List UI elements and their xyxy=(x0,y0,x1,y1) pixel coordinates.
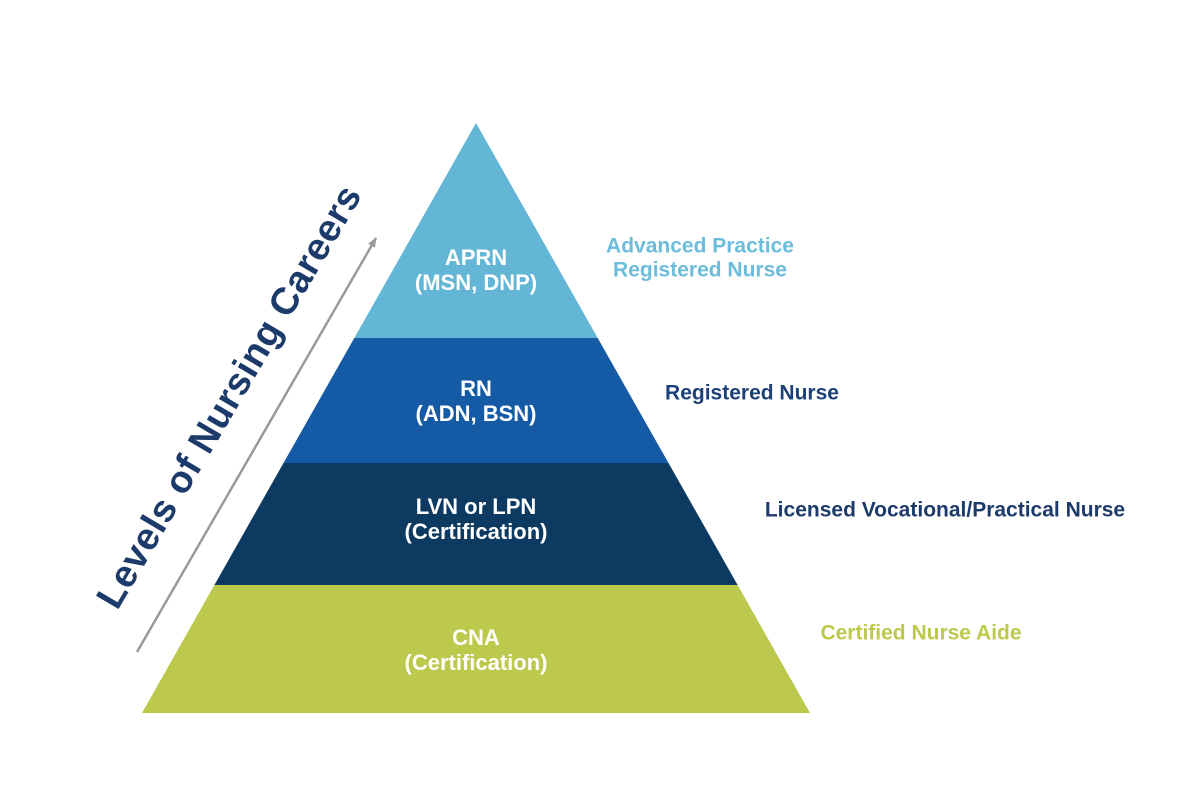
side-label-aprn-line1: Advanced Practice xyxy=(606,235,794,258)
band-label-aprn: APRN xyxy=(445,245,507,270)
pyramid-band-lvn-lpn xyxy=(214,463,738,585)
side-label-rn: Registered Nurse xyxy=(665,382,839,405)
side-label-lvn-lpn: Licensed Vocational/Practical Nurse xyxy=(765,499,1125,522)
side-label-aprn-line2: Registered Nurse xyxy=(613,259,787,282)
band-label-rn: RN xyxy=(460,376,492,401)
band-sublabel-cna: (Certification) xyxy=(405,650,548,675)
band-sublabel-aprn: (MSN, DNP) xyxy=(415,270,537,295)
band-label-cna: CNA xyxy=(452,625,500,650)
pyramid-band-aprn xyxy=(354,123,598,338)
pyramid-band-cna xyxy=(142,585,810,713)
ascending-arrow-icon xyxy=(135,237,378,653)
side-label-cna: Certified Nurse Aide xyxy=(820,622,1021,645)
band-label-lvn-lpn: LVN or LPN xyxy=(416,494,537,519)
pyramid-band-rn xyxy=(283,338,669,463)
band-sublabel-rn: (ADN, BSN) xyxy=(416,401,537,426)
band-sublabel-lvn-lpn: (Certification) xyxy=(405,519,548,544)
